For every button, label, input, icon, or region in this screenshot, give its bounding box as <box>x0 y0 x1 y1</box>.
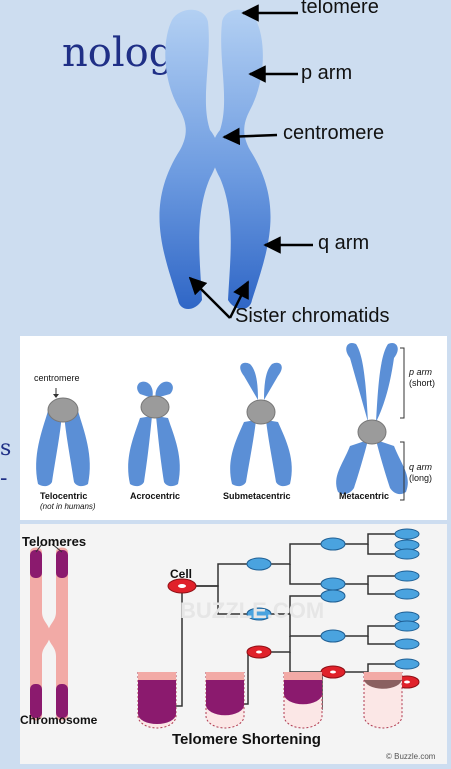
slide-text-fragment: - <box>0 466 8 491</box>
type-telocentric-note: (not in humans) <box>40 502 96 511</box>
telomere-shortening-panel: Telomeres Cell Chromosome Telomere Short… <box>20 524 447 764</box>
label-p-arm-short: p arm <box>409 367 433 377</box>
tube-rim <box>284 672 322 680</box>
type-metacentric: Metacentric <box>339 491 390 501</box>
left-chromatid <box>159 9 219 310</box>
tube-rim <box>138 672 176 680</box>
centromere-types-drawing <box>36 342 408 501</box>
label-cell: Cell <box>170 567 193 581</box>
label-q-arm-long-sub: (long) <box>409 473 433 483</box>
label-centromere-small: centromere <box>34 373 80 383</box>
label-chromosome: Chromosome <box>20 713 98 727</box>
telomere-level-fill <box>138 680 176 724</box>
chromosome-drawing <box>159 4 313 319</box>
label-centromere: centromere <box>283 122 385 144</box>
label-telomere: telomere <box>301 0 379 18</box>
label-q-arm: q arm <box>318 232 370 254</box>
chromosome-structure-diagram: telomere p arm centromere q arm Sister c… <box>150 0 451 330</box>
type-submetacentric: Submetacentric <box>223 491 291 501</box>
pink-chromosome <box>30 543 68 721</box>
label-sister-chromatids: Sister chromatids <box>235 305 390 327</box>
tube-rim <box>206 672 244 680</box>
label-telomeres: Telomeres <box>22 534 87 549</box>
label-p-arm-short-sub: (short) <box>409 378 436 388</box>
label-p-arm: p arm <box>301 62 353 84</box>
telomere-level-fill <box>284 680 322 705</box>
telomere-tubes <box>137 672 403 729</box>
centromere-types-panel: centromere p arm (short) q arm (long) Te… <box>20 336 447 520</box>
slide-text-fragment: s <box>0 436 12 461</box>
telomere-level-fill <box>206 680 244 716</box>
telomere-shortening-title: Telomere Shortening <box>172 731 321 748</box>
telomere-level-fill <box>364 678 402 689</box>
type-telocentric: Telocentric <box>40 491 88 501</box>
label-q-arm-long: q arm <box>409 462 433 472</box>
tube-rim <box>364 672 402 680</box>
credit: © Buzzle.com <box>386 752 436 761</box>
type-acrocentric: Acrocentric <box>130 491 181 501</box>
watermark: BUZZLE.COM <box>180 598 325 623</box>
right-chromatid <box>211 9 271 310</box>
telomere-drawing <box>30 528 420 729</box>
